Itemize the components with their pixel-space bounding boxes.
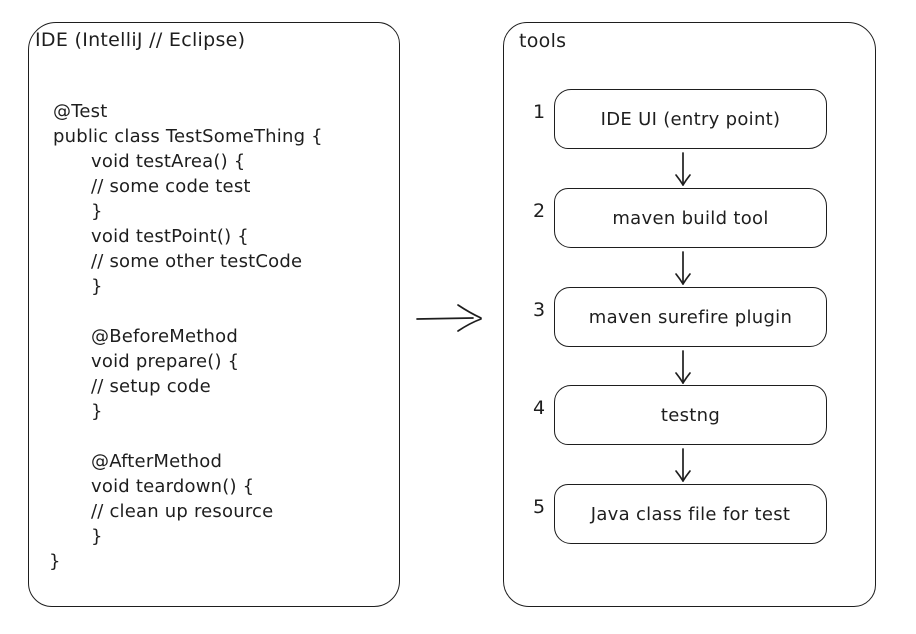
tools-panel-title: tools: [519, 30, 567, 52]
code-line: // setup code: [91, 376, 211, 397]
step-number: 3: [532, 299, 546, 321]
code-line: // some code test: [91, 176, 251, 197]
down-arrow-icon: [675, 448, 691, 482]
step-number: 2: [532, 200, 546, 222]
code-line: public class TestSomeThing {: [53, 126, 323, 147]
step-box: maven surefire plugin: [554, 287, 827, 347]
flow-step-2: 2 maven build tool: [504, 188, 875, 248]
step-number: 1: [532, 101, 546, 123]
ide-code-panel: IDE (IntelliJ // Eclipse) @Test public c…: [28, 22, 400, 607]
step-label: maven build tool: [612, 207, 769, 229]
step-box: IDE UI (entry point): [554, 89, 827, 149]
step-label: IDE UI (entry point): [600, 108, 781, 130]
code-line: // some other testCode: [91, 251, 303, 272]
code-line: }: [49, 551, 61, 572]
step-box: Java class file for test: [554, 484, 827, 544]
step-label: maven surefire plugin: [588, 306, 793, 328]
code-block: @Test public class TestSomeThing { void …: [29, 99, 399, 574]
code-line: }: [91, 401, 103, 422]
code-line: }: [91, 201, 103, 222]
step-label: testng: [660, 404, 721, 426]
left-to-right-arrow-icon: [416, 304, 482, 332]
step-box: maven build tool: [554, 188, 827, 248]
code-line: void testPoint() {: [91, 226, 249, 247]
down-arrow-icon: [675, 152, 691, 186]
code-line: void testArea() {: [91, 151, 246, 172]
step-box: testng: [554, 385, 827, 445]
flow-step-3: 3 maven surefire plugin: [504, 287, 875, 347]
code-line: @AfterMethod: [91, 451, 223, 472]
ide-panel-title: IDE (IntelliJ // Eclipse): [35, 29, 246, 51]
step-label: Java class file for test: [590, 503, 791, 525]
code-line: }: [91, 526, 103, 547]
tools-panel: tools 1 IDE UI (entry point) 2 maven bui…: [503, 22, 876, 607]
code-line: @Test: [53, 101, 108, 122]
step-number: 4: [532, 397, 546, 419]
code-line: }: [91, 276, 103, 297]
code-line: void teardown() {: [91, 476, 255, 497]
down-arrow-icon: [675, 350, 691, 384]
flow-step-5: 5 Java class file for test: [504, 484, 875, 544]
code-line: [29, 424, 399, 449]
flow-step-4: 4 testng: [504, 385, 875, 445]
code-line: [29, 299, 399, 324]
down-arrow-icon: [675, 251, 691, 285]
flow-step-1: 1 IDE UI (entry point): [504, 89, 875, 149]
code-line: // clean up resource: [91, 501, 274, 522]
step-number: 5: [532, 496, 546, 518]
code-line: void prepare() {: [91, 351, 240, 372]
code-line: @BeforeMethod: [91, 326, 238, 347]
